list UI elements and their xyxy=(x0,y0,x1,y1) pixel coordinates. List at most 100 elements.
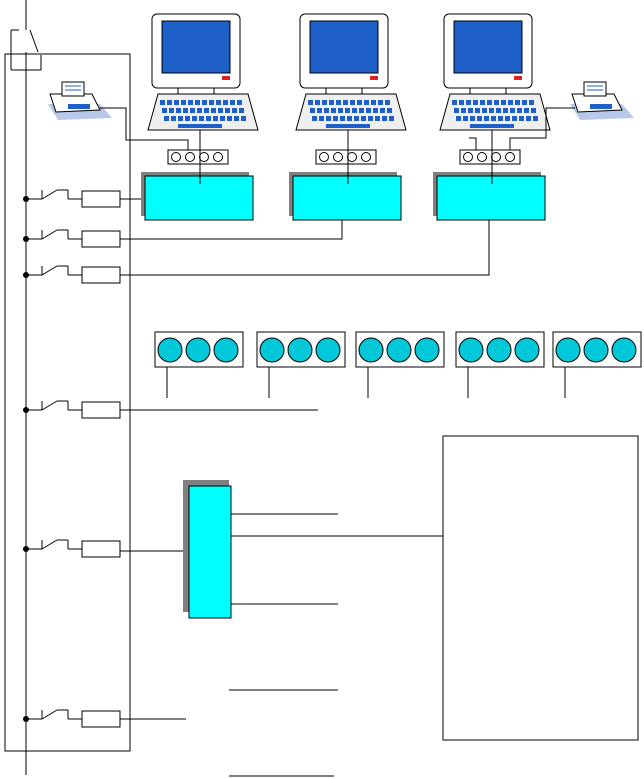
lamp-icon xyxy=(386,337,412,363)
keyboard-key xyxy=(515,100,520,105)
lamp-group-5 xyxy=(552,331,642,398)
control-cabinet xyxy=(144,175,254,221)
keyboard-key xyxy=(204,108,209,113)
socket-outlet xyxy=(171,152,181,162)
keyboard-key xyxy=(505,116,510,121)
switch-contact xyxy=(41,265,58,276)
feeder-circuit xyxy=(23,229,121,248)
keyboard-key xyxy=(352,108,357,113)
printer-paper xyxy=(583,81,607,97)
keyboard-key xyxy=(526,116,531,121)
keyboard-key xyxy=(498,116,503,121)
keyboard-key xyxy=(484,116,489,121)
socket-outlet xyxy=(347,152,357,162)
socket-outlet xyxy=(463,152,473,162)
keyboard-key xyxy=(345,108,350,113)
keyboard-key xyxy=(183,108,188,113)
fuse-box xyxy=(81,230,121,248)
lamp-icon xyxy=(157,337,183,363)
keyboard-key xyxy=(378,100,383,105)
lamp-icon xyxy=(287,337,313,363)
lamp-icon xyxy=(185,337,211,363)
lamp-icon xyxy=(358,337,384,363)
keyboard-key xyxy=(373,108,378,113)
keyboard-key xyxy=(501,100,506,105)
keyboard-key xyxy=(176,108,181,113)
fuse-box xyxy=(81,266,121,284)
keyboard-key xyxy=(522,100,527,105)
keyboard-spacebar xyxy=(470,124,514,128)
keyboard-key xyxy=(480,100,485,105)
printer-tray xyxy=(68,104,90,109)
equipment-box xyxy=(442,435,639,741)
lamp-icon xyxy=(414,337,440,363)
keyboard-key xyxy=(319,116,324,121)
monitor-screen xyxy=(309,20,379,74)
power-led xyxy=(514,76,522,80)
control-cabinet xyxy=(436,175,546,221)
keyboard-key xyxy=(181,100,186,105)
fuse-box xyxy=(81,190,121,208)
keyboard-key xyxy=(382,116,387,121)
keyboard-key xyxy=(524,108,529,113)
keyboard-key xyxy=(326,116,331,121)
printer-tray xyxy=(590,104,612,109)
distribution-panel xyxy=(4,53,131,752)
fuse-box xyxy=(81,710,121,728)
socket-outlet xyxy=(185,152,195,162)
keyboard-key xyxy=(389,116,394,121)
main-breaker-contact xyxy=(29,29,39,53)
keyboard-key xyxy=(366,108,371,113)
central-cabinet xyxy=(120,480,455,619)
keyboard-key xyxy=(225,108,230,113)
wire xyxy=(469,137,477,150)
keyboard-key xyxy=(199,116,204,121)
keyboard-key xyxy=(494,100,499,105)
socket-outlet xyxy=(505,152,515,162)
keyboard-key xyxy=(188,100,193,105)
wire xyxy=(120,220,490,276)
keyboard-key xyxy=(533,116,538,121)
keyboard-key xyxy=(185,116,190,121)
keyboard-key xyxy=(209,100,214,105)
lamp-group-4 xyxy=(455,331,545,398)
keyboard-key xyxy=(387,108,392,113)
keyboard-key xyxy=(237,100,242,105)
keyboard-key xyxy=(218,108,223,113)
keyboard-key xyxy=(234,116,239,121)
lamp-icon xyxy=(555,337,581,363)
keyboard-key xyxy=(343,100,348,105)
keyboard-key xyxy=(475,108,480,113)
keyboard-key xyxy=(195,100,200,105)
keyboard-key xyxy=(461,108,466,113)
keyboard-key xyxy=(503,108,508,113)
keyboard-key xyxy=(174,100,179,105)
monitor-screen xyxy=(161,20,231,74)
keyboard-key xyxy=(517,108,522,113)
keyboard-key xyxy=(167,100,172,105)
control-cabinet xyxy=(188,485,232,619)
lamp-icon xyxy=(611,337,637,363)
keyboard-key xyxy=(333,116,338,121)
lamp-group-1 xyxy=(154,331,244,398)
keyboard-key xyxy=(338,108,343,113)
keyboard-key xyxy=(361,116,366,121)
printer-left xyxy=(48,81,112,120)
keyboard-key xyxy=(160,100,165,105)
keyboard-key xyxy=(482,108,487,113)
workstation-3 xyxy=(433,13,551,221)
keyboard-key xyxy=(454,108,459,113)
printer-icon xyxy=(49,93,101,113)
lamp-group-2 xyxy=(256,331,346,398)
lamp-group-3 xyxy=(355,331,445,398)
keyboard-key xyxy=(385,100,390,105)
feeder-circuit xyxy=(23,265,121,284)
keyboard-key xyxy=(487,100,492,105)
keyboard-key xyxy=(329,100,334,105)
feeder-circuit xyxy=(23,709,121,728)
keyboard-key xyxy=(510,108,515,113)
keyboard-spacebar xyxy=(326,124,370,128)
keyboard-key xyxy=(359,108,364,113)
keyboard-key xyxy=(312,116,317,121)
